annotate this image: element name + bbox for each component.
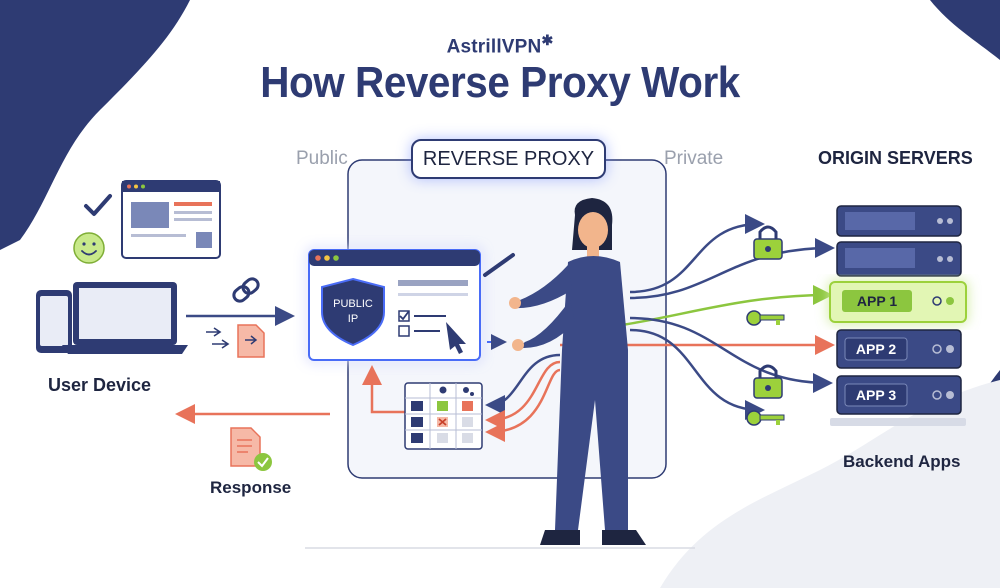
backend-apps-label: Backend Apps xyxy=(843,452,961,471)
server-app2-label: APP 2 xyxy=(855,341,897,357)
top-right-blob xyxy=(930,0,1000,60)
brand-name: AstrillVPN xyxy=(446,36,542,58)
top-left-blob xyxy=(0,0,190,250)
person-illustration xyxy=(483,198,646,545)
response-label: Response xyxy=(210,478,292,497)
key-icon xyxy=(746,410,785,426)
shield-icon xyxy=(321,277,385,347)
server-app3-label: APP 3 xyxy=(855,387,897,403)
zone-private-label: Private xyxy=(664,148,724,169)
browser-card xyxy=(121,180,221,259)
lock-icon xyxy=(753,225,783,260)
server-rack xyxy=(829,205,967,426)
response-doc-icon xyxy=(230,427,272,471)
phone-icon xyxy=(36,290,72,353)
server-app1-label: APP 1 xyxy=(856,293,898,309)
check-icon xyxy=(84,194,112,216)
request-doc-icon xyxy=(206,324,265,358)
reverse-proxy-label: REVERSE PROXY xyxy=(411,139,606,179)
bottom-right-grey-blob xyxy=(660,380,1000,588)
cursor-icon xyxy=(446,322,466,354)
lock-icon xyxy=(753,364,783,399)
zone-public-label: Public xyxy=(296,148,348,169)
rules-table xyxy=(404,382,483,450)
shield-text-line1: PUBLIC xyxy=(333,298,373,310)
link-icon xyxy=(232,277,260,303)
key-icon xyxy=(746,310,785,326)
user-device-label: User Device xyxy=(48,375,152,395)
page-title: How Reverse Proxy Work xyxy=(260,58,740,107)
smiley-icon xyxy=(73,232,105,264)
brand-star-icon: ✱ xyxy=(541,32,554,48)
laptop-icon xyxy=(62,282,188,354)
shield-text-line2: IP xyxy=(348,313,358,325)
brand-logo: AstrillVPN✱ xyxy=(0,32,1000,58)
origin-servers-label: ORIGIN SERVERS xyxy=(818,148,973,168)
